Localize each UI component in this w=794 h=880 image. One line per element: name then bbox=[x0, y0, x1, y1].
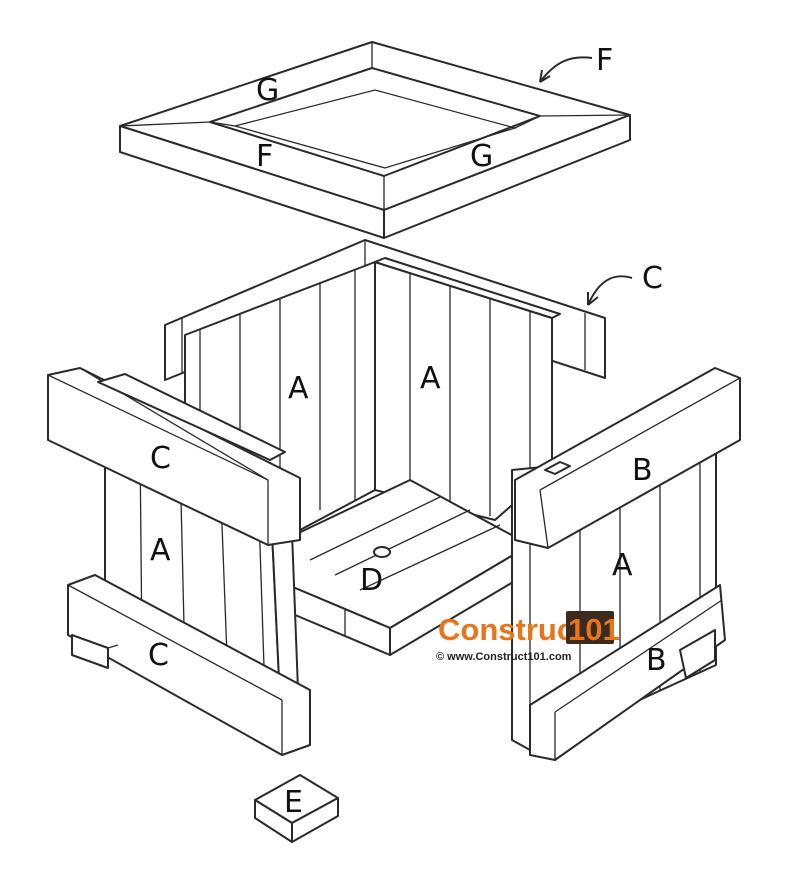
right-wall bbox=[511, 367, 741, 761]
watermark-url: © www.Construct101.com bbox=[436, 651, 572, 663]
label-d-floor: D bbox=[360, 563, 383, 598]
watermark: Construct 101 © www.Construct101.com bbox=[436, 611, 620, 663]
label-b-right-top: B bbox=[632, 453, 653, 488]
left-wall bbox=[47, 367, 311, 756]
label-g-right: G bbox=[470, 139, 493, 174]
label-c-back: C bbox=[642, 261, 663, 296]
leader-f bbox=[539, 56, 593, 83]
label-b-right-bottom: B bbox=[646, 643, 667, 678]
label-c-left-bottom: C bbox=[148, 638, 169, 673]
floor-panel bbox=[287, 479, 531, 656]
leader-f-arrow bbox=[539, 69, 551, 83]
label-a-back-right: A bbox=[420, 361, 441, 396]
label-f-top: F bbox=[596, 43, 613, 78]
watermark-brand-num: 101 bbox=[568, 612, 620, 647]
watermark-brand: Construct bbox=[438, 612, 584, 647]
leader-c-arrow bbox=[587, 292, 599, 306]
label-e-foot: E bbox=[284, 785, 303, 820]
label-a-right: A bbox=[612, 548, 633, 583]
watermark-num-box bbox=[566, 611, 614, 644]
leader-c bbox=[587, 275, 633, 306]
label-f-frame: F bbox=[256, 139, 273, 174]
label-g-left: G bbox=[256, 73, 279, 108]
label-c-left-top: C bbox=[150, 441, 171, 476]
top-frame bbox=[119, 41, 631, 239]
label-a-left: A bbox=[150, 533, 171, 568]
label-a-back-left: A bbox=[288, 371, 309, 406]
foot-block bbox=[254, 774, 339, 843]
